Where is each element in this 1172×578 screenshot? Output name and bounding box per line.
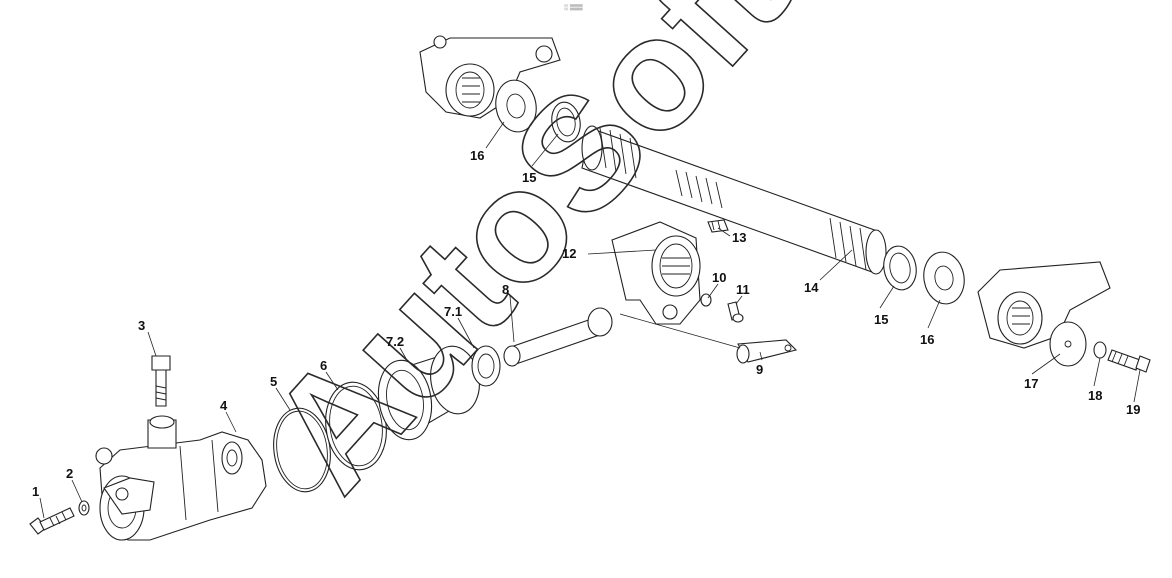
callout-label: 19 bbox=[1126, 402, 1140, 417]
callout-label: 6 bbox=[320, 358, 327, 373]
callout-label: 14 bbox=[804, 280, 819, 295]
callout-label: 3 bbox=[138, 318, 145, 333]
pin-part-9 bbox=[619, 313, 798, 364]
callout-label: 4 bbox=[220, 398, 228, 413]
callout-label: 18 bbox=[1088, 388, 1102, 403]
left-lever-arm bbox=[419, 35, 561, 119]
callout-label: 15 bbox=[874, 312, 888, 327]
seal-part-15-right bbox=[883, 245, 917, 291]
callout-label: 10 bbox=[712, 270, 726, 285]
bolt-part-1 bbox=[29, 507, 75, 535]
callout-label: 16 bbox=[920, 332, 934, 347]
shaft-part-14 bbox=[581, 125, 887, 275]
leader-lines bbox=[39, 121, 1141, 519]
lever-part-12 bbox=[611, 221, 701, 325]
callout-label: 11 bbox=[736, 282, 750, 297]
washer-part-18 bbox=[1093, 341, 1107, 359]
callout-label: 13 bbox=[732, 230, 746, 245]
right-lever-arm bbox=[977, 261, 1111, 349]
callout-label: 5 bbox=[270, 374, 277, 389]
callout-label: 16 bbox=[470, 148, 484, 163]
seal-part-15-top bbox=[551, 101, 581, 143]
header-mark: ░ ▒▒▒ bbox=[564, 4, 583, 11]
housing-part-4 bbox=[95, 415, 267, 541]
callout-label: 7.1 bbox=[444, 304, 462, 319]
washer-part-16-top bbox=[495, 79, 537, 133]
piston-part-7-1 bbox=[471, 345, 501, 387]
washer-part-2 bbox=[78, 500, 90, 516]
disc-part-17 bbox=[1049, 321, 1087, 367]
watermark-text: AutoSoft bbox=[234, 0, 819, 523]
callout-label: 12 bbox=[562, 246, 576, 261]
rod-part-8 bbox=[503, 307, 613, 367]
screw-part-13 bbox=[707, 219, 729, 233]
callout-label: 15 bbox=[522, 170, 536, 185]
callout-label: 17 bbox=[1024, 376, 1038, 391]
callout-label: 8 bbox=[502, 282, 509, 297]
washer-part-16-right bbox=[923, 251, 965, 305]
bolt-part-19 bbox=[1107, 349, 1151, 373]
screw-part-11 bbox=[727, 301, 744, 323]
callout-label: 2 bbox=[66, 466, 73, 481]
callout-label: 9 bbox=[756, 362, 763, 377]
o-ring-part-5 bbox=[273, 407, 331, 493]
callout-label: 1 bbox=[32, 484, 39, 499]
callout-labels: 1 2 3 4 5 6 7.2 7.1 8 9 10 11 12 13 14 1… bbox=[32, 148, 1140, 499]
callout-label: 7.2 bbox=[386, 334, 404, 349]
bolt-part-3 bbox=[151, 355, 171, 407]
